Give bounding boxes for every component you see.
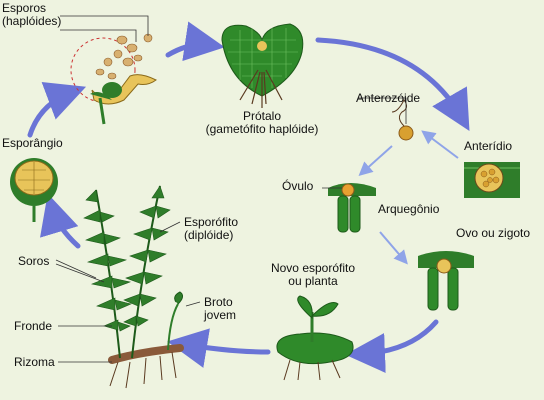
label-anterozoide: Anterozóide <box>356 91 421 105</box>
arrow-antheridium-to-antherozoid <box>421 130 459 159</box>
arrow-spores-to-prothallus <box>165 21 225 62</box>
young-sporophyte-icon <box>276 295 354 381</box>
arrow-sporangium-to-spores <box>27 82 87 138</box>
antherozoid-icon <box>391 99 414 141</box>
label-protalo: Prótalo(gametófito haplóide) <box>205 109 319 136</box>
arrow-antherozoid-to-ovule <box>358 145 393 177</box>
antheridium-icon <box>464 162 520 198</box>
arrow-plant-to-sporangium <box>40 193 81 249</box>
fertilization-arrows <box>358 130 459 265</box>
zygote-icon <box>418 251 474 311</box>
spore-icon <box>70 33 157 125</box>
cycle-arrows <box>27 21 470 373</box>
arrow-prothallus-to-antheridium <box>315 37 470 131</box>
sporangium-icon <box>10 158 58 222</box>
label-esporangio: Esporângio <box>2 136 63 150</box>
leader-lines <box>55 15 407 363</box>
fern-plant-icon <box>83 185 184 389</box>
label-arquegonio: Arquegônio <box>378 202 440 216</box>
arrow-archegonium-to-zygote <box>379 231 408 265</box>
archegonium-icon <box>328 183 376 233</box>
label-esporofito: Esporófito(diplóide) <box>184 215 239 242</box>
label-fronde: Fronde <box>14 319 53 333</box>
label-anteridio: Anterídio <box>464 139 513 153</box>
arrow-new-sporophyte-to-plant <box>167 328 271 368</box>
prothallus-icon <box>221 23 304 108</box>
label-rizoma: Rizoma <box>14 355 55 369</box>
arrow-zygote-to-new-sporophyte <box>345 319 439 373</box>
label-ovo-zigoto: Ovo ou zigoto <box>456 226 531 240</box>
label-soros: Soros <box>18 254 50 268</box>
label-ovulo: Óvulo <box>282 179 314 193</box>
label-esporos: Esporos(haplóides) <box>2 1 62 28</box>
